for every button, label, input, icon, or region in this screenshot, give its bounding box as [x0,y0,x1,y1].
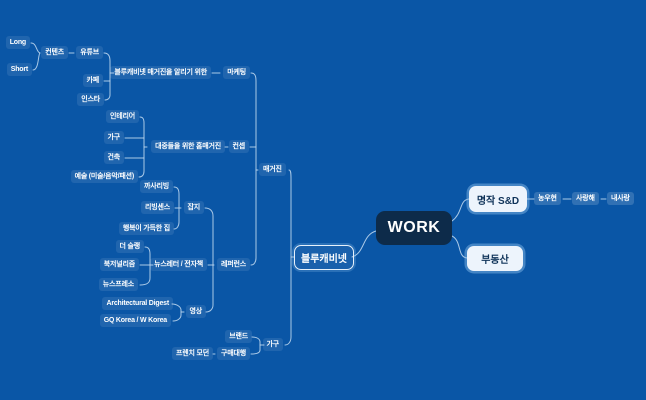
mindmap-node-long[interactable]: Long [5,36,30,49]
mindmap-node-bluecabinet[interactable]: 블루캐비넷 [294,245,354,270]
mindmap-node-realestate[interactable]: 부동산 [467,246,523,271]
mindmap-node-newspresso[interactable]: 뉴스프레소 [98,278,138,291]
mindmap-node-reference[interactable]: 레퍼런스 [217,258,250,271]
connector-work-realestate [451,235,468,259]
mindmap-node-casaliving[interactable]: 까사리빙 [140,180,173,193]
mindmap-node-short[interactable]: Short [6,63,32,76]
mindmap-node-magazine[interactable]: 매거진 [259,163,286,176]
connector-marketing-reference-bracket [250,72,257,266]
mindmap-node-marketing[interactable]: 마케팅 [223,66,250,79]
mindmap-node-masterpiece-snd[interactable]: 명작 S&D [469,186,527,212]
mindmap-node-furniture-main[interactable]: 가구 [262,338,283,351]
mindmap-node-naesarang[interactable]: 내사랑 [607,192,634,205]
mindmap-node-art[interactable]: 예술 (미술/음악/패션) [70,170,138,183]
mindmap-node-contents[interactable]: 컨텐츠 [41,46,68,59]
mindmap-node-archdigest[interactable]: Architectural Digest [102,297,173,310]
connector-work-masterpiece [451,198,470,222]
mindmap-node-livingsense[interactable]: 리빙센스 [141,201,174,214]
connector-short-contents [32,52,41,71]
mindmap-node-video[interactable]: 영상 [185,305,206,318]
mindmap-node-insta[interactable]: 인스타 [77,93,104,106]
connector-magazine-furniture-bracket [284,169,292,346]
mindmap-node-furniture-sub[interactable]: 가구 [103,131,124,144]
connector-long-contents [30,42,41,54]
mindmap-node-french-modern[interactable]: 프렌치 모던 [172,347,213,360]
mindmap-node-promote[interactable]: 블루캐비넷 매거진을 알리기 위한 [110,66,211,79]
mindmap-node-home-magazine[interactable]: 대중들을 위한 홈매거진 [151,140,225,153]
mindmap-node-newsletter-ebook[interactable]: 뉴스레터 / 전자책 [150,258,207,271]
connector-casaliving-happyhouse-bracket [173,186,180,230]
mindmap-node-gqkorea[interactable]: GQ Korea / W Korea [99,314,171,327]
mindmap-node-cafe[interactable]: 카페 [82,74,103,87]
connector-youtube-insta-bracket [103,52,111,101]
mindmap-node-concept[interactable]: 컨셉 [228,140,249,153]
mindmap-node-magazines[interactable]: 잡지 [183,201,204,214]
mindmap-node-youtube[interactable]: 유튜브 [76,46,103,59]
connector-archdigest-gq-bracket [171,303,182,322]
mindmap-node-nongwoohyun[interactable]: 농우현 [534,192,561,205]
connector-work-bluecabinet [351,230,377,258]
mindmap-node-happyhouse[interactable]: 행복이 가득한 집 [118,222,174,235]
mindmap-node-saranghae[interactable]: 사랑해 [572,192,599,205]
connector-brand-purchase-bracket [250,336,261,355]
mindmap-node-bookjournalism[interactable]: 북저널리즘 [99,258,139,271]
mindmap-node-purchase-agency[interactable]: 구매대행 [217,347,250,360]
mindmap-node-architecture[interactable]: 건축 [103,151,124,164]
mindmap-root-work[interactable]: WORK [376,211,452,245]
mindmap-node-interior[interactable]: 인테리어 [106,110,139,123]
mindmap-node-brand[interactable]: 브랜드 [225,330,252,343]
mindmap-node-theslang[interactable]: 더 슬랭 [115,240,144,253]
connector-interior-art-bracket [138,116,145,178]
